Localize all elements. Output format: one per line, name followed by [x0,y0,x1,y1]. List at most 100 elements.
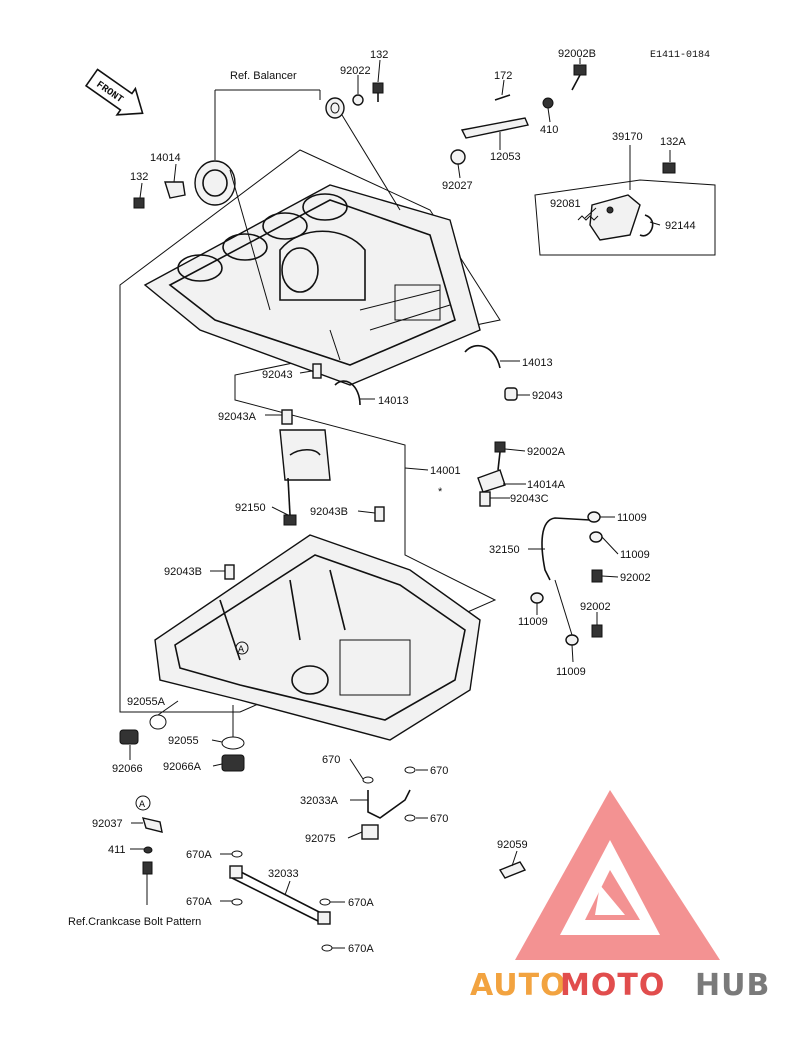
callout-92027: 92027 [442,180,473,192]
ref-crankcase-bolt-label: Ref.Crankcase Bolt Pattern [68,916,201,928]
callout-92150: 92150 [235,502,266,514]
dowel-92043A [281,409,293,425]
dowel-92043-left [312,363,322,379]
lever-39170 [589,194,641,241]
callout-92066A: 92066A [163,761,202,773]
callout-92081: 92081 [550,198,581,210]
callout-14013-center: 14013 [378,395,409,407]
asterisk-mark: * [438,486,443,498]
callout-11009-c: 11009 [518,616,548,628]
callout-11009-b: 11009 [620,549,650,561]
plate-92075 [361,824,379,840]
assembly-outline [119,149,501,713]
bolt-92002-b [591,624,603,638]
bolt-92002 [591,569,603,583]
spring-92081 [577,215,599,221]
plug-92066A [221,754,245,772]
oring-670-c [404,814,416,822]
callout-92002: 92002 [620,572,651,584]
callout-12053: 12053 [490,151,521,163]
watermark-moto: MOTO [560,968,665,1003]
callout-32033: 32033 [268,868,299,880]
callout-132-top: 132 [370,49,388,61]
ref-balancer-label: Ref. Balancer [230,70,297,82]
callout-11009-d: 11009 [556,666,586,678]
gasket-11009-d [565,634,579,646]
callout-411: 411 [108,844,126,856]
callout-92055A: 92055A [127,696,166,708]
callout-92043A: 92043A [218,411,257,423]
washer-411 [143,846,153,854]
callout-670A-b: 670A [186,896,212,908]
pipe-32033A [367,789,411,819]
callout-670A-d: 670A [348,943,374,955]
pipe-32033 [231,869,326,923]
pin-172 [494,94,511,101]
callout-670A-c: 670A [348,897,374,909]
callout-410: 410 [540,124,558,136]
bolt-92150 [283,477,297,526]
oring-92055A [149,714,167,730]
collar-92027 [450,149,466,165]
callout-32033A: 32033A [300,795,339,807]
gasket-11009-b [589,531,603,543]
gasket-11009-c [530,592,544,604]
bolt-132A [662,162,676,174]
callout-32150: 32150 [489,544,520,556]
callout-92002-b: 92002 [580,601,611,613]
callout-92043B-left: 92043B [164,566,202,578]
callout-92022: 92022 [340,65,371,77]
bracket-14014 [164,181,186,199]
callout-92002B: 92002B [558,48,596,60]
dowel-92043B-mid [374,506,385,522]
bracket-14014A [477,469,506,493]
watermark-logo [515,790,720,960]
callout-670-c: 670 [430,813,448,825]
callout-132-left: 132 [130,171,148,183]
bolt-92002A [494,441,506,471]
cap-14013-right [464,344,501,369]
upper-crankcase [143,184,481,386]
callout-11009-a: 11009 [617,512,647,524]
callout-14014A: 14014A [527,479,566,491]
callout-92066: 92066 [112,763,143,775]
callout-172: 172 [494,70,512,82]
front-arrow-icon: FRONT [84,68,144,116]
callout-92043-right: 92043 [532,390,563,402]
dowel-92043-right [504,387,518,401]
washer-92022 [352,94,364,106]
plug-92066 [119,729,139,745]
callout-92055: 92055 [168,735,199,747]
gasket-11009-a [587,511,601,523]
washer-410 [542,97,554,109]
mark-a-bolt: A [139,800,145,811]
diagram-code: E1411-0184 [650,50,710,61]
bolt-ref-crankcase [142,861,153,875]
callout-132A: 132A [660,136,686,148]
callout-14013-right: 14013 [522,357,553,369]
mark-a-case: A [238,645,244,656]
spring-92144 [639,214,654,237]
callout-670-b: 670 [430,765,448,777]
callout-92043B-mid: 92043B [310,506,348,518]
plate-12053 [460,117,529,139]
callout-92002A: 92002A [527,446,566,458]
watermark-hub: HUB [695,968,770,1003]
lower-crankcase: A [154,534,481,741]
oring-92055 [221,736,245,750]
oring-670A-b [231,898,243,906]
oring-670A-a [231,850,243,858]
callout-39170: 39170 [612,131,643,143]
oring-670-a [362,776,374,784]
leader-lines [129,58,671,949]
callout-14001: 14001 [430,465,461,477]
oring-670A-c [319,898,331,906]
oil-pipe-32150 [541,517,591,581]
bolt-92002B [571,64,587,91]
cap-14013-center [334,380,361,406]
callout-92043C: 92043C [510,493,549,505]
balancer-bearing [194,97,345,206]
bolt-132-left [133,197,145,209]
callout-92075: 92075 [305,833,336,845]
